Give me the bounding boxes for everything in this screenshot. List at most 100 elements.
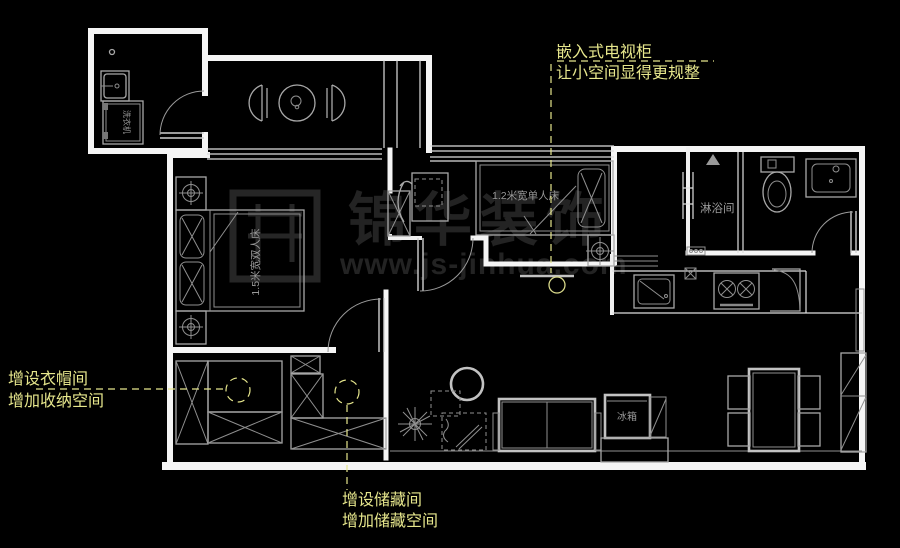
master-bedroom: 1.5米宽双人床 <box>175 176 411 345</box>
rug-dashed-2 <box>441 412 487 451</box>
wardrobe-low-cross <box>207 411 283 444</box>
desk <box>411 172 449 222</box>
bedroom2-lamp-symbol <box>586 237 614 265</box>
sofa-armrest-left <box>492 412 500 451</box>
shower-head-icon <box>706 154 720 165</box>
lamp-symbol-bottom <box>179 315 203 339</box>
balcony-walls <box>202 55 432 153</box>
tv-marker <box>548 276 566 294</box>
single-bed-pillow <box>577 168 606 228</box>
wall-box <box>684 267 697 280</box>
drain-dot-2 <box>694 249 698 253</box>
toilet-tank <box>760 156 795 173</box>
blanket-fold <box>209 211 239 253</box>
chair-right-top <box>797 375 821 410</box>
utility-door-leaf <box>160 132 204 139</box>
kitchen-faucet-icon <box>639 280 665 300</box>
drain-dot-3 <box>699 249 703 253</box>
tv-niche-wall <box>470 235 617 267</box>
annotation-storage-target <box>334 379 360 405</box>
annotation-cloakroom-line1: 增设衣帽间 <box>8 370 88 388</box>
floor-drain <box>686 246 706 256</box>
rug-dashed-1 <box>430 390 461 417</box>
living-dining: 冰箱 <box>398 288 867 463</box>
bedroom-balcony-window <box>207 148 382 160</box>
single-bed-pillow-cross <box>580 172 603 224</box>
pillow-2-cross <box>181 264 203 303</box>
master-door-arc <box>327 298 382 353</box>
toilet-button <box>767 159 777 169</box>
single-bed-label: 1.2米宽单人床 <box>492 189 560 202</box>
shower-partition <box>737 152 744 253</box>
corridor-threshold <box>614 255 658 267</box>
annotation-cloakroom: 增设衣帽间 增加收纳空间 <box>8 370 251 410</box>
fridge-side-diagonal <box>649 398 667 437</box>
chair-left-top <box>727 375 751 410</box>
dining-table-inner <box>752 372 796 448</box>
bedroom2-door-wall <box>388 234 422 240</box>
left-outer-wall <box>167 152 210 469</box>
master-door-leaf <box>378 298 385 352</box>
entry-cabinet-diagonals <box>840 354 867 451</box>
bathroom: 淋浴间 <box>686 154 857 256</box>
wall-niche <box>855 288 865 352</box>
doors <box>159 90 857 353</box>
chair-left-bottom <box>727 412 751 447</box>
annotation-tv-line2: 让小空间显得更规整 <box>556 64 700 82</box>
basin-faucet-icon <box>832 165 840 173</box>
chair-right-bottom <box>797 412 821 447</box>
kitchen-sink-basin <box>637 278 671 305</box>
corner-cabinet-curve <box>773 269 801 311</box>
utility-drain-icon <box>114 83 120 89</box>
plant <box>398 407 432 441</box>
double-bed <box>175 209 305 312</box>
washbasin-inner <box>811 163 851 193</box>
kitchen-counter-edges <box>612 270 862 314</box>
single-bed-fold <box>523 185 577 235</box>
cloakroom-box <box>207 360 283 413</box>
kitchen-drain-icon <box>664 294 668 298</box>
balcony <box>248 84 346 122</box>
kitchen-sink <box>633 274 675 309</box>
bedroom2-door-leaf <box>417 238 424 291</box>
sofa-armrest-right <box>594 412 602 451</box>
cabinet-mid-cross <box>290 373 324 419</box>
annotation-tv-cabinet: 嵌入式电视柜 让小空间显得更规整 <box>550 43 714 273</box>
stove <box>713 272 760 310</box>
utility-door-arc <box>159 90 205 136</box>
annotation-tv-line1: 嵌入式电视柜 <box>556 43 652 61</box>
duct-shaft <box>387 190 411 237</box>
lamp-symbol-top <box>179 181 203 205</box>
dining-table <box>747 367 801 453</box>
balcony-table <box>278 84 316 122</box>
storage-area <box>175 355 387 450</box>
bedroom2-top-window <box>430 145 614 162</box>
washer-knob-icon <box>103 103 108 110</box>
basin-drain-icon <box>829 179 833 183</box>
duct-shaft-cross <box>387 190 411 237</box>
cabinet-wide-cross <box>290 417 387 450</box>
toilet-bowl-inner <box>767 180 787 208</box>
bathroom-door-leaf <box>850 211 857 253</box>
double-bed-inner <box>213 213 301 308</box>
cabinet-wide <box>290 417 387 450</box>
pillow-2 <box>179 261 205 306</box>
balcony-chair-left <box>248 84 268 122</box>
fridge-plinth <box>600 437 669 463</box>
kitchen <box>633 267 801 312</box>
washbasin <box>805 158 857 198</box>
annotation-storage: 增设储藏间 增加储藏空间 <box>334 379 438 530</box>
ceiling-light-icon <box>108 48 116 56</box>
fridge-label: 冰箱 <box>617 410 637 423</box>
washer-knob2-icon <box>103 132 108 139</box>
washing-machine-label: 洗衣机 <box>122 110 132 134</box>
drain-dot-1 <box>689 249 693 253</box>
cabinet-small <box>290 355 321 374</box>
wall-box-cross <box>684 267 697 280</box>
cable-squiggle <box>443 418 449 443</box>
stove-burner-left <box>718 280 736 298</box>
desk-chair-dashed <box>414 178 443 207</box>
balcony-chair-right <box>326 84 346 122</box>
